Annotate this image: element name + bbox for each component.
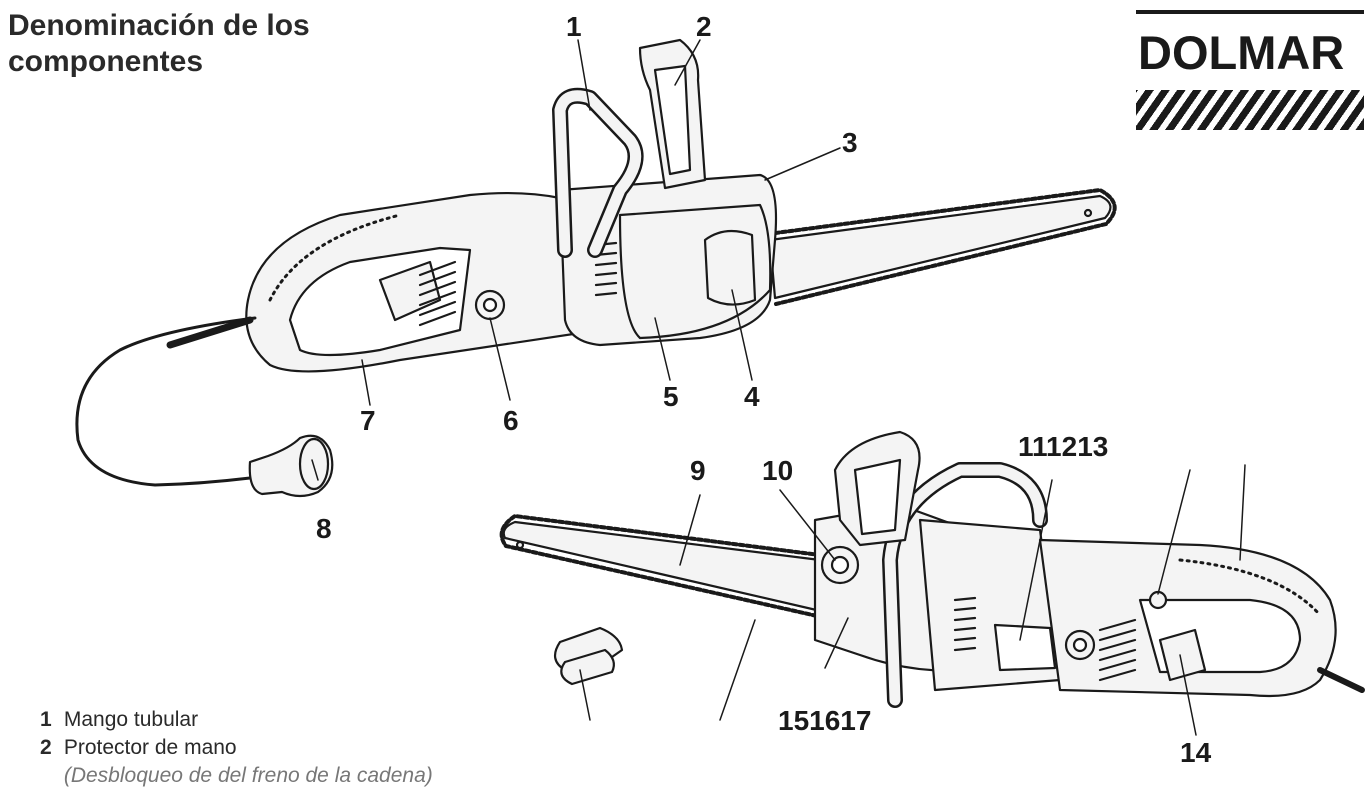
- logo-stripes: [1136, 90, 1364, 130]
- lower-guide-bar: [502, 520, 827, 614]
- legend-item: (Desbloqueo de del freno de la cadena): [40, 762, 433, 790]
- upper-chainsaw: [75, 38, 1117, 498]
- upper-guide-bar: [768, 194, 1112, 300]
- callout-14: 14: [1180, 737, 1212, 768]
- rating-plate: [993, 623, 1057, 672]
- legend-item: 1 Mango tubular: [40, 706, 433, 734]
- legend-label: (Desbloqueo de del freno de la cadena): [63, 764, 433, 787]
- heading-line-2: componentes: [8, 45, 204, 78]
- callout-2: 2: [696, 11, 712, 42]
- legend-label: Mango tubular: [63, 708, 199, 731]
- legend-item: 2 Protector de mano: [40, 734, 433, 762]
- legend-number: 2: [40, 736, 52, 759]
- section-heading: Denominación de los componentes: [8, 8, 310, 80]
- callout-15-16-17: 151617: [778, 705, 872, 736]
- legend-number: 1: [40, 708, 52, 731]
- callout-10: 10: [762, 455, 794, 486]
- callout-6: 6: [503, 405, 519, 436]
- lower-chain: [499, 514, 828, 620]
- callout-7: 7: [360, 405, 376, 436]
- heading-line-1: Denominación de los: [8, 9, 310, 42]
- callout-5: 5: [663, 381, 679, 412]
- upper-chain: [766, 188, 1117, 306]
- logo-top-rule: [1136, 10, 1364, 14]
- callout-4: 4: [744, 381, 760, 412]
- callout-9: 9: [690, 455, 706, 486]
- callout-11-12-13: 111213: [1018, 431, 1109, 462]
- callout-3: 3: [842, 127, 858, 158]
- callout-1: 1: [566, 11, 582, 42]
- callout-8: 8: [316, 513, 332, 544]
- upper-tensioner-knob: [703, 229, 757, 306]
- legend-label: Protector de mano: [63, 736, 237, 759]
- lower-chainsaw: [499, 430, 1365, 708]
- power-cord: [75, 316, 257, 487]
- logo-wordmark: DOLMAR: [1138, 26, 1345, 79]
- leader-lines: [311, 39, 1246, 736]
- parts-legend: 1 Mango tubular 2 Protector de mano (Des…: [40, 706, 433, 790]
- dolmar-logo: DOLMAR: [1136, 10, 1364, 132]
